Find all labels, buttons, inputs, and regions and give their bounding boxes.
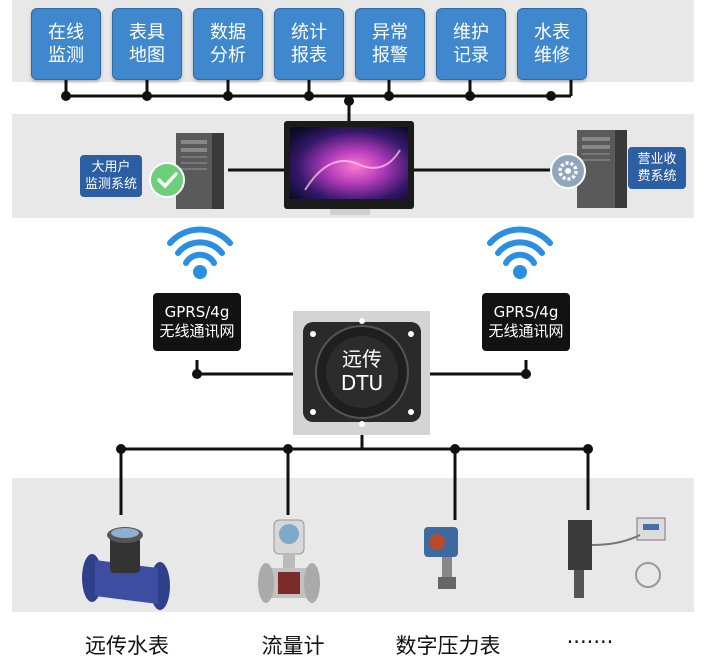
gprs-label: GPRS/4g 无线通讯网 [159,303,235,340]
module-label: 数据 分析 [210,22,246,66]
module-label: 统计 报表 [291,22,327,66]
module-label: 水表 维修 [534,22,570,66]
module-label: 在线 监测 [48,22,84,66]
device-caption-more: ······· [566,630,614,654]
gprs-label: GPRS/4g 无线通讯网 [488,303,564,340]
module-label: 表具 地图 [129,22,165,66]
module-statistics-report[interactable]: 统计 报表 [274,8,344,80]
device-caption-flow-meter: 流量计 [261,634,325,658]
device-caption-water-meter: 远传水表 [85,634,169,658]
module-maintenance-record[interactable]: 维护 记录 [436,8,506,80]
dtu-label: 远传 DTU [340,347,384,395]
gprs-network-right: GPRS/4g 无线通讯网 [482,293,570,351]
tag-label: 营业收 费系统 [637,152,677,184]
device-caption-pressure-gauge: 数字压力表 [395,634,501,658]
module-data-analysis[interactable]: 数据 分析 [193,8,263,80]
module-meter-repair[interactable]: 水表 维修 [517,8,587,80]
tag-label: 大用户 监测系统 [84,160,137,192]
module-online-monitoring[interactable]: 在线 监测 [31,8,101,80]
large-user-monitoring-tag: 大用户 监测系统 [80,155,142,197]
billing-system-tag: 营业收 费系统 [628,147,686,189]
module-label: 异常 报警 [372,22,408,66]
module-label: 维护 记录 [453,22,489,66]
module-exception-alarm[interactable]: 异常 报警 [355,8,425,80]
module-meter-map[interactable]: 表具 地图 [112,8,182,80]
gprs-network-left: GPRS/4g 无线通讯网 [153,293,241,351]
